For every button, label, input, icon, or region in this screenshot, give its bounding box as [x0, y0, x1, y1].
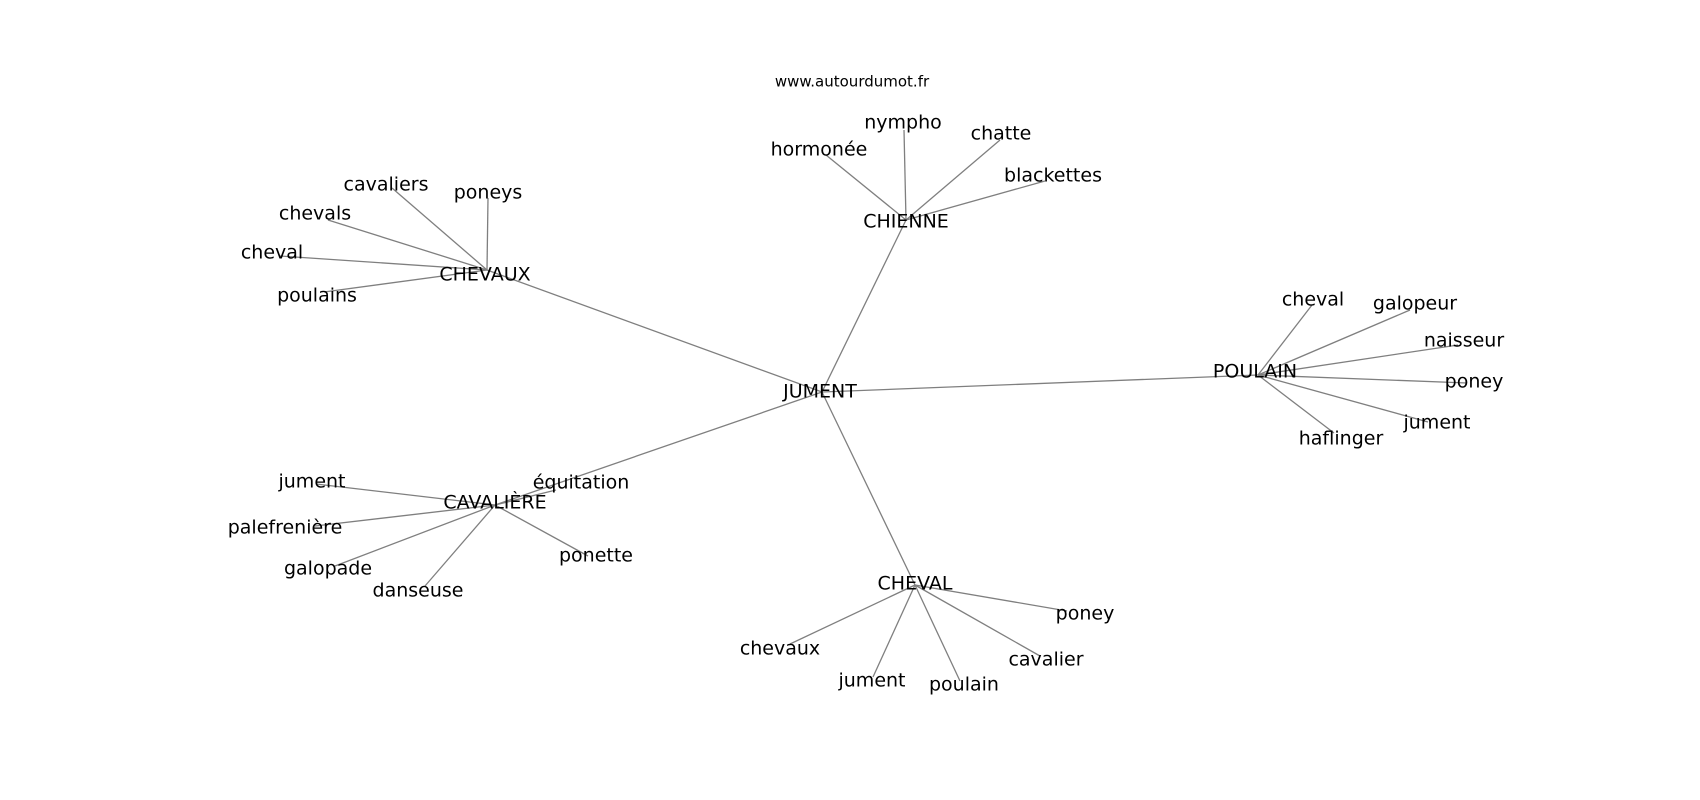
node-leaf-poulain-2: naisseur [1424, 330, 1504, 352]
node-leaf-cavaliere-4: danseuse [373, 580, 464, 602]
edge-cheval-child-3 [872, 584, 916, 678]
node-leaf-cavaliere-2: palefrenière [228, 517, 343, 539]
edge-cavaliere-child-5 [494, 504, 589, 557]
node-leaf-chienne-1: hormonée [771, 139, 868, 161]
node-leaf-cavaliere-1: équitation [533, 472, 630, 494]
node-leaf-cavaliere-5: ponette [559, 545, 633, 567]
node-leaf-chevaux-3: cheval [241, 242, 303, 264]
edge-chienne-child-0 [903, 129, 907, 221]
edge-chevaux-child-3 [279, 255, 488, 271]
edge-jument-cheval [821, 391, 916, 586]
edge-poulain-child-5 [1257, 374, 1335, 434]
edge-cavaliere-child-1 [494, 489, 557, 506]
edge-jument-cavaliere [494, 391, 823, 506]
graph-labels: JUMENT CHEVAUX cavaliers poneys chevals cheva… [228, 112, 1505, 696]
edge-cheval-child-2 [914, 584, 1041, 657]
node-hub-chienne: CHIENNE [863, 211, 949, 233]
node-leaf-poulain-5: haflinger [1299, 428, 1384, 450]
node-leaf-poulain-3: poney [1445, 371, 1504, 393]
node-leaf-chienne-2: chatte [971, 123, 1032, 145]
node-leaf-chienne-0: nympho [864, 112, 942, 134]
edge-chevaux-child-4 [323, 269, 488, 293]
edge-cavaliere-child-3 [334, 504, 496, 567]
edge-cheval-child-0 [914, 584, 1068, 612]
node-center-jument: JUMENT [782, 381, 857, 403]
node-leaf-poulain-0: cheval [1282, 289, 1344, 311]
edge-chienne-child-3 [905, 180, 1046, 221]
edge-poulain-child-2 [1257, 344, 1459, 376]
edge-poulain-child-4 [1257, 374, 1429, 423]
edge-chevaux-child-2 [327, 219, 488, 271]
node-leaf-cheval-4: poulain [929, 674, 999, 696]
watermark: www.autourdumot.fr [775, 73, 930, 91]
node-leaf-chevaux-4: poulains [277, 285, 357, 307]
node-hub-cheval: CHEVAL [878, 573, 953, 595]
edge-jument-chevaux [486, 269, 823, 393]
node-leaf-cheval-2: cavalier [1008, 649, 1083, 671]
node-leaf-cavaliere-0: jument [277, 471, 345, 493]
node-leaf-cheval-3: jument [837, 670, 905, 692]
node-hub-poulain: POULAIN [1213, 361, 1297, 383]
edge-poulain-child-1 [1257, 309, 1411, 376]
graph-edges [279, 129, 1468, 682]
node-leaf-cheval-0: poney [1056, 603, 1115, 625]
node-leaf-chevaux-0: cavaliers [344, 174, 429, 196]
edge-chevaux-child-1 [486, 197, 489, 271]
edge-chevaux-child-0 [391, 187, 488, 271]
edge-cavaliere-child-4 [424, 504, 496, 587]
node-hub-cavaliere: CAVALIÈRE [443, 491, 546, 514]
edge-chienne-child-2 [905, 139, 1001, 221]
edge-cavaliere-child-0 [315, 483, 496, 506]
edge-cheval-child-4 [914, 584, 961, 682]
edge-jument-poulain [821, 374, 1259, 393]
edge-cheval-child-1 [789, 584, 916, 645]
edge-jument-chienne [821, 219, 907, 393]
node-hub-chevaux: CHEVAUX [439, 264, 530, 286]
edge-poulain-child-3 [1257, 374, 1468, 384]
node-leaf-poulain-1: galopeur [1373, 293, 1457, 315]
node-leaf-poulain-4: jument [1402, 412, 1470, 434]
edge-poulain-child-0 [1257, 304, 1313, 376]
node-leaf-cheval-1: chevaux [740, 638, 820, 660]
node-leaf-cavaliere-3: galopade [284, 558, 372, 580]
node-leaf-chevaux-2: chevals [279, 203, 351, 225]
edge-chienne-child-1 [825, 154, 907, 221]
node-leaf-chevaux-1: poneys [454, 182, 523, 204]
node-leaf-chienne-3: blackettes [1004, 165, 1102, 187]
edge-cavaliere-child-2 [314, 504, 496, 527]
